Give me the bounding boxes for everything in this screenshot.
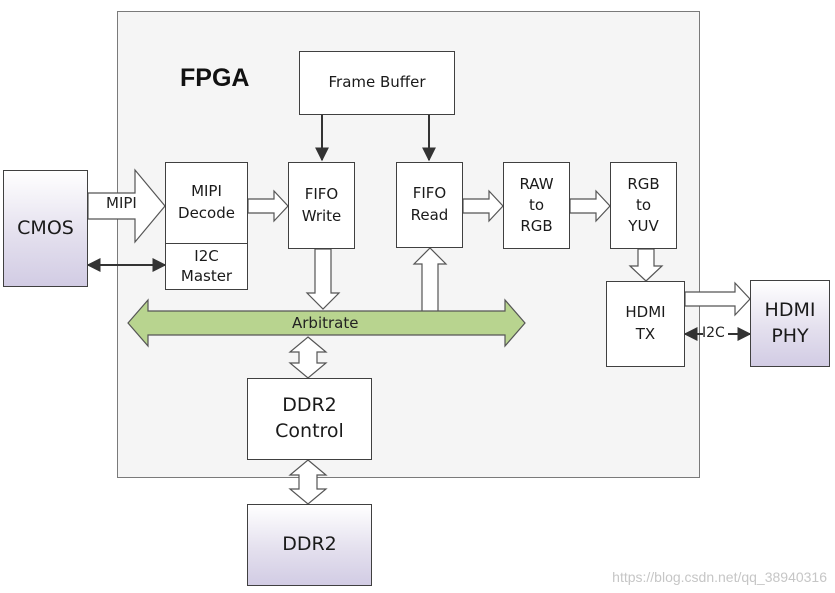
rgb-to-yuv-label-2: to bbox=[635, 196, 652, 214]
hdmi-tx-label-1: HDMI bbox=[625, 303, 666, 322]
hdmi-phy-label-1: HDMI bbox=[764, 298, 816, 321]
frame-buffer-label: Frame Buffer bbox=[328, 73, 426, 92]
fifo-read-to-raw-arrow bbox=[462, 189, 504, 223]
fifo-write-block: FIFO Write bbox=[288, 162, 355, 249]
mipi-to-fifo-write-arrow bbox=[247, 189, 289, 223]
fifo-read-block: FIFO Read bbox=[396, 162, 463, 248]
arbitrate-label: Arbitrate bbox=[292, 314, 359, 332]
mipi-decode-block: MIPI Decode bbox=[165, 162, 248, 244]
fifo-write-label-1: FIFO bbox=[304, 184, 339, 203]
mipi-decode-label-2: Decode bbox=[178, 204, 235, 222]
hdmi-tx-label-2: TX bbox=[635, 325, 656, 343]
hdmi-tx-block: HDMI TX bbox=[606, 281, 685, 367]
watermark: https://blog.csdn.net/qq_38940316 bbox=[612, 569, 827, 585]
hdmi-phy-block: HDMI PHY bbox=[750, 280, 830, 367]
raw-to-rgb-label-2: to bbox=[528, 196, 545, 214]
hdmi-phy-label-2: PHY bbox=[771, 324, 809, 347]
fifo-write-label-2: Write bbox=[301, 206, 342, 225]
hdmi-tx-to-phy-arrow bbox=[684, 281, 751, 317]
ddr2-control-label-1: DDR2 bbox=[282, 394, 337, 417]
fifo-read-label-1: FIFO bbox=[412, 184, 447, 203]
mipi-data-arrow bbox=[87, 168, 166, 244]
i2c-label: I2C bbox=[702, 325, 725, 341]
raw-to-yuv-arrow bbox=[569, 189, 611, 223]
arbitrate-bus bbox=[127, 298, 526, 348]
cmos-label: CMOS bbox=[17, 216, 74, 239]
fifo-read-label-2: Read bbox=[410, 206, 449, 224]
fifo-write-to-bus-arrow bbox=[305, 248, 341, 310]
i2c-master-label-2: Master bbox=[180, 266, 233, 285]
ddr2-block: DDR2 bbox=[247, 504, 372, 586]
ddr2-label: DDR2 bbox=[282, 533, 337, 556]
raw-to-rgb-label-1: RAW bbox=[519, 175, 554, 193]
mipi-label: MIPI bbox=[106, 194, 137, 212]
cmos-block: CMOS bbox=[3, 170, 88, 287]
bus-to-fifo-read-arrow bbox=[412, 247, 448, 313]
raw-to-rgb-label-3: RGB bbox=[520, 217, 553, 235]
i2c-master-label-1: I2C bbox=[194, 247, 219, 265]
mipi-decode-label-1: MIPI bbox=[191, 182, 222, 201]
yuv-to-hdmi-arrow bbox=[628, 248, 664, 282]
frame-buffer-block: Frame Buffer bbox=[299, 51, 455, 115]
rgb-to-yuv-label-3: YUV bbox=[628, 217, 659, 235]
ddr2-control-label-2: Control bbox=[275, 420, 344, 442]
bus-ddr2-control-arrow bbox=[288, 336, 328, 379]
ddr2-control-ddr2-arrow bbox=[288, 459, 328, 505]
fpga-title: FPGA bbox=[180, 64, 250, 92]
rgb-to-yuv-label-1: RGB bbox=[627, 175, 660, 193]
